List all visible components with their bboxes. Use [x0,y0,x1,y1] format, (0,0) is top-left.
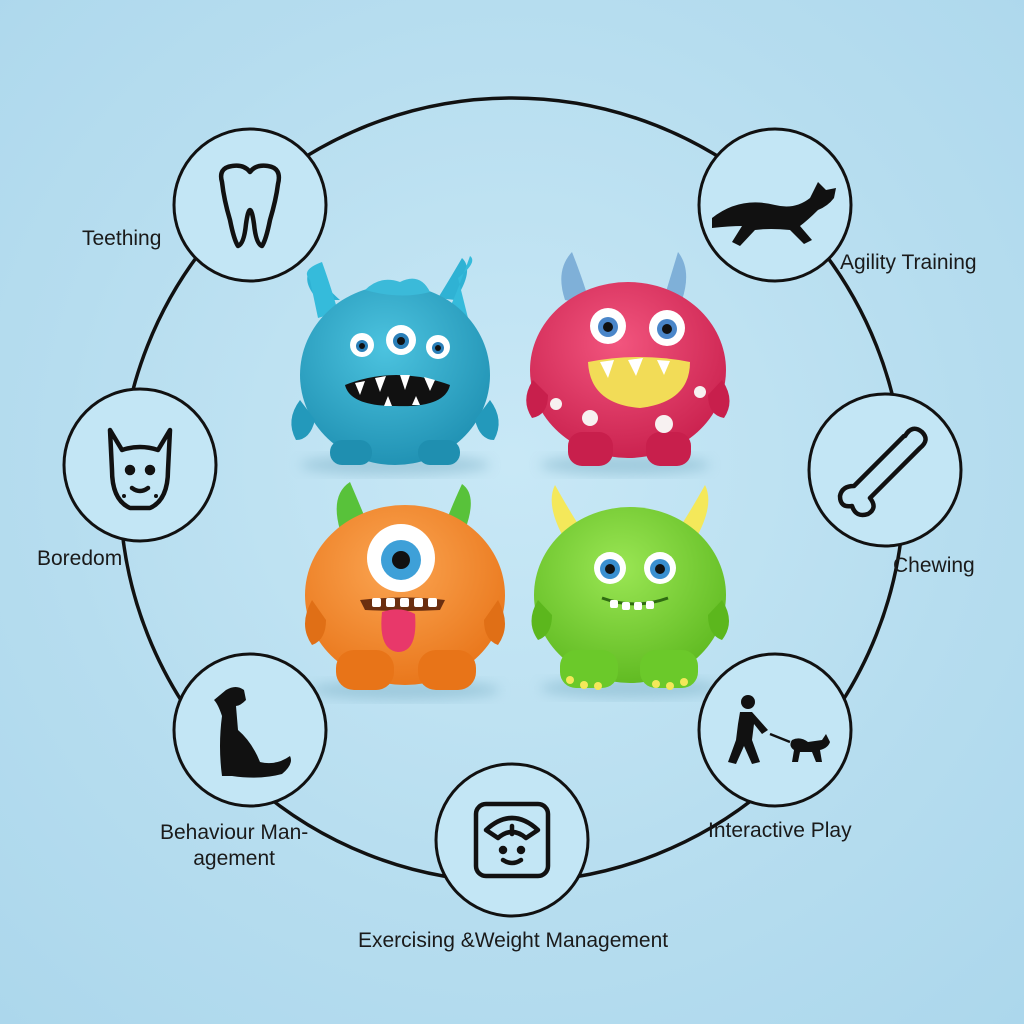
blue-monster-toy [291,256,499,465]
agility-training-badge [697,127,853,283]
label-exercising-weight-management: Exercising &Weight Management [358,929,669,952]
orange-monster-toy [305,482,505,690]
sitting-dog-icon [214,687,291,778]
pink-monster-toy [526,252,730,466]
chewing-badge [807,392,963,548]
label-agility-training: Agility Training [840,251,977,274]
interactive-play-badge [697,652,853,808]
dog-face-icon [107,427,173,511]
label-interactive-play: Interactive Play [708,819,852,842]
label-boredom: Boredom [37,547,123,570]
scale-icon [473,801,551,879]
green-monster-toy [531,485,729,690]
tug-of-war-icon [728,695,830,764]
label-teething: Teething [82,227,162,250]
bone-icon [837,426,928,518]
running-dog-icon [712,182,836,246]
label-chewing: Chewing [893,554,975,577]
tooth-icon [218,163,282,249]
teething-badge [172,127,328,283]
behaviour-management-badge [172,652,328,808]
exercising-badge [434,762,590,918]
boredom-badge [62,387,218,543]
label-behaviour-management: Behaviour Man- agement [160,821,309,870]
